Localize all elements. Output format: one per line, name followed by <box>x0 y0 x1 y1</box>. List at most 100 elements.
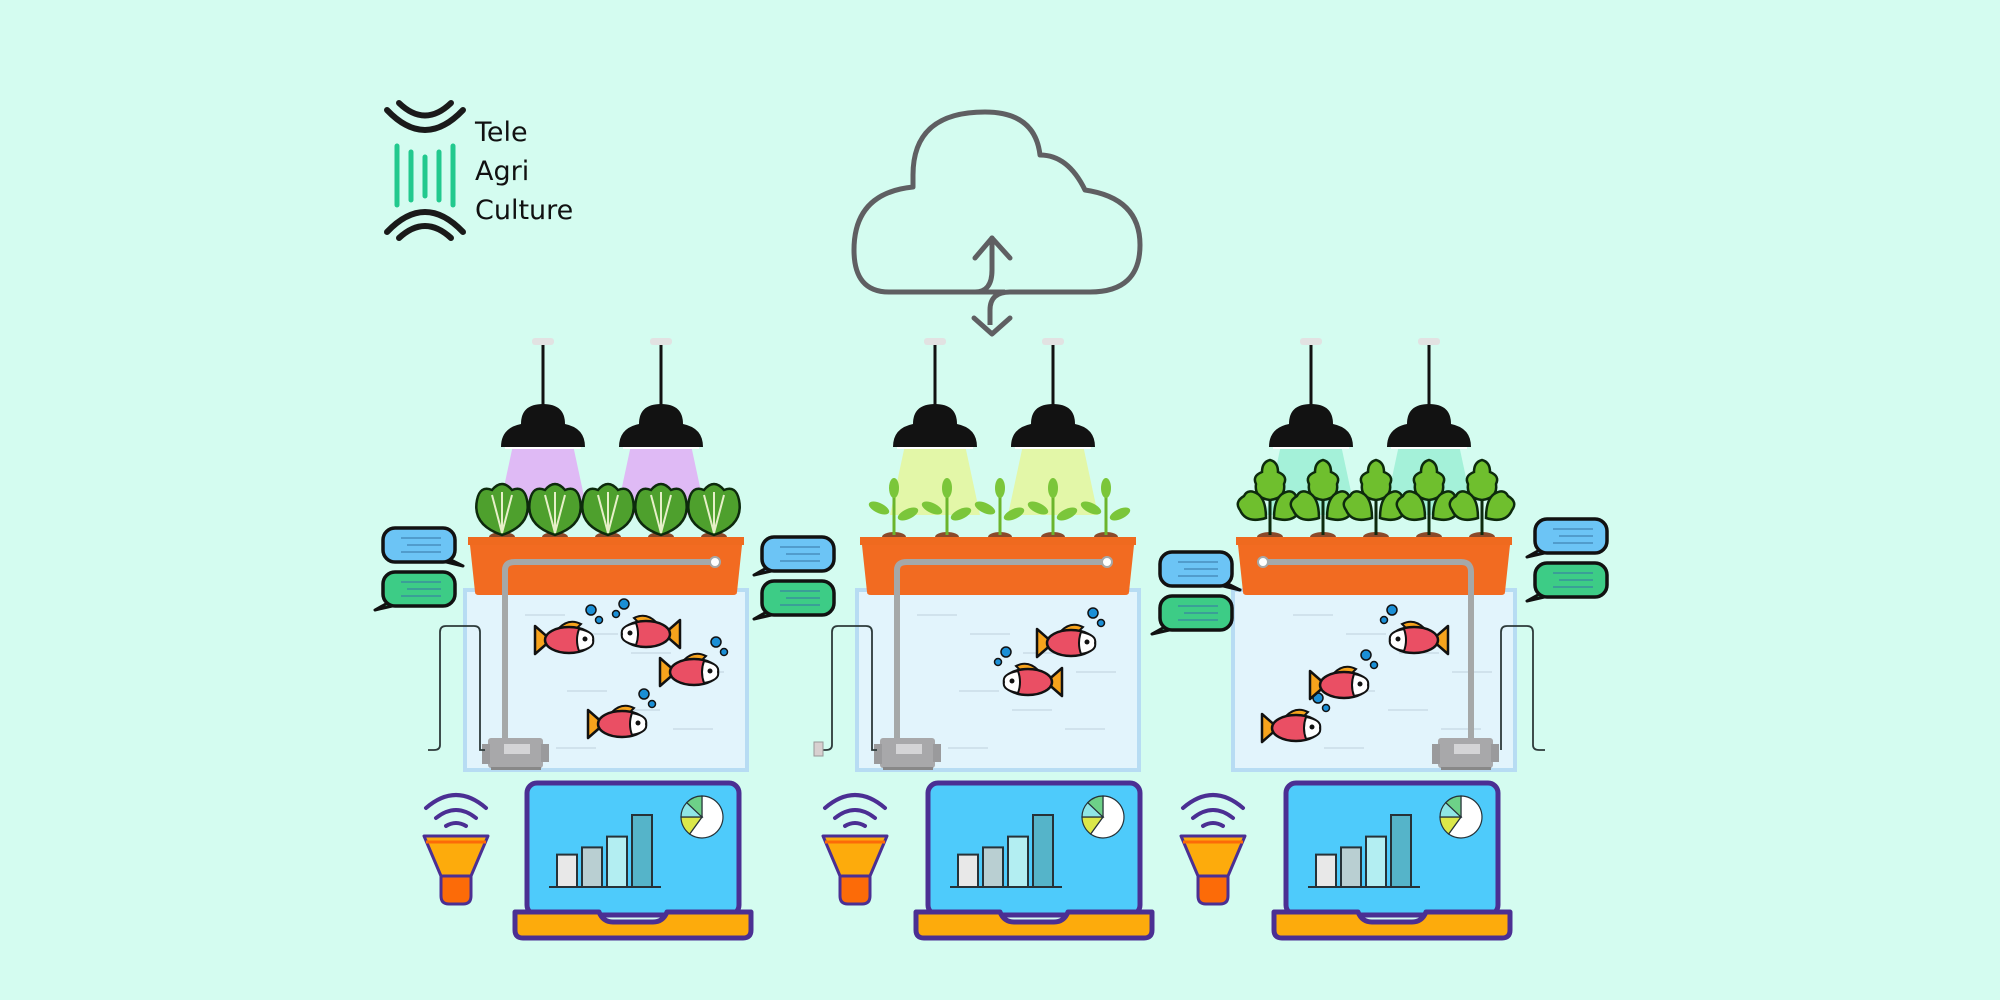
dashboard-bar <box>957 853 979 888</box>
cloud-sync-icon <box>851 109 1143 337</box>
seedling-leaf <box>868 501 890 515</box>
power-outlet-icon <box>813 741 824 757</box>
bubble <box>594 615 604 625</box>
fish-eye <box>582 636 588 642</box>
fish-tail <box>1035 627 1055 659</box>
grow-bed-planter <box>470 537 742 595</box>
chat-bubbles-icon <box>752 535 836 621</box>
power-cord <box>428 625 485 751</box>
parsley-leaf <box>1236 490 1268 521</box>
dashboard-pie-slice <box>1444 795 1462 819</box>
sensor-base <box>1196 874 1230 906</box>
parsley-plant <box>1448 458 1516 542</box>
sensor-base <box>439 874 473 906</box>
water-pipe <box>1263 559 1474 738</box>
lamp-shade <box>619 404 703 447</box>
dashboard-laptop-icon <box>913 780 1155 941</box>
seedling-leaf <box>995 478 1005 498</box>
dashboard-pie-slice <box>1086 795 1104 819</box>
dashboard-bar <box>1340 846 1362 889</box>
dashboard-bar <box>1365 835 1387 888</box>
bubble <box>1379 615 1389 625</box>
lamp-shade <box>1011 404 1095 447</box>
bubble <box>647 699 657 709</box>
pump-feet <box>491 767 541 770</box>
lettuce-veins <box>597 492 619 534</box>
parsley-plant <box>1342 458 1410 542</box>
pump-label <box>1454 744 1480 754</box>
brand-name-line-3: Culture <box>475 195 574 226</box>
dashboard-bar <box>556 853 578 888</box>
grow-bed-planter <box>1238 537 1510 595</box>
fish-tail <box>586 708 606 740</box>
iot-sensor-icon <box>821 793 889 906</box>
fish-tail <box>1308 669 1328 701</box>
aquaponics-unit-2 <box>813 338 1141 772</box>
light-beam <box>890 445 980 515</box>
dashboard-bar <box>1032 814 1054 888</box>
lamp-mount <box>532 338 554 345</box>
seedling-leaf <box>1109 507 1131 521</box>
seedling-leaf <box>1027 501 1049 515</box>
fish-eye <box>1395 636 1401 642</box>
laptop-base <box>512 909 754 941</box>
dashboard-pie-slice <box>688 795 724 839</box>
pump-end <box>1432 744 1440 764</box>
parsley-leaf <box>1448 490 1480 521</box>
dashboard-laptop-icon <box>1271 780 1513 941</box>
wifi-signal-icon <box>424 793 488 810</box>
water-pipe <box>894 559 1107 738</box>
wifi-signal-icon <box>1191 808 1235 820</box>
pump-label <box>896 744 922 754</box>
upload-arrow-icon <box>972 235 995 295</box>
laptop-base <box>1271 909 1513 941</box>
wifi-signal-icon <box>444 821 468 828</box>
lettuce-veins <box>544 492 566 534</box>
bubble <box>1360 649 1372 661</box>
chat-bubbles-icon <box>1525 517 1609 603</box>
brand-name: Tele Agri Culture <box>475 113 573 230</box>
lamp-mount <box>1300 338 1322 345</box>
fish-eye <box>1357 681 1363 687</box>
bubble <box>1000 646 1012 658</box>
pipe-outlet <box>709 556 721 568</box>
lettuce-veins <box>703 492 725 534</box>
seedling-leaf <box>897 507 919 521</box>
fish-eye <box>1309 724 1315 730</box>
dashboard-bar <box>606 835 628 888</box>
lettuce-veins <box>650 492 672 534</box>
parsley-leaf <box>1465 458 1499 502</box>
pipe-outlet <box>1257 556 1269 568</box>
lamp-shade <box>501 404 585 447</box>
bubble <box>1321 703 1331 713</box>
cloud-outline <box>851 109 1143 325</box>
pump-end <box>482 744 490 764</box>
lamp-shade <box>893 404 977 447</box>
water-pipe <box>502 559 715 738</box>
wifi-signal-icon <box>833 808 877 820</box>
fish-icon <box>533 604 604 656</box>
lettuce-plant <box>634 482 688 542</box>
seedling-leaf <box>1056 507 1078 521</box>
pump-end <box>874 744 882 764</box>
bubble <box>710 636 722 648</box>
chat-bubbles-icon <box>1150 550 1242 636</box>
lettuce-plant <box>475 482 529 542</box>
wifi-signal-icon <box>823 793 887 810</box>
brand-name-line-1: Tele <box>475 117 528 148</box>
wifi-signal-icon <box>434 808 478 820</box>
lamp-shade <box>1387 404 1471 447</box>
fish-eye <box>1009 678 1015 684</box>
fish-icon <box>1260 692 1331 744</box>
telegriculture-logo <box>384 100 466 241</box>
fish-icon <box>611 598 682 650</box>
seedling-leaf <box>1003 507 1025 521</box>
lettuce-plant <box>581 482 635 542</box>
power-cord <box>1500 625 1545 751</box>
water-pump-icon <box>874 738 941 770</box>
sensor-base <box>838 874 872 906</box>
fish-icon <box>1035 607 1106 659</box>
dashboard-bar <box>1390 814 1412 888</box>
fish-tail <box>662 618 682 650</box>
